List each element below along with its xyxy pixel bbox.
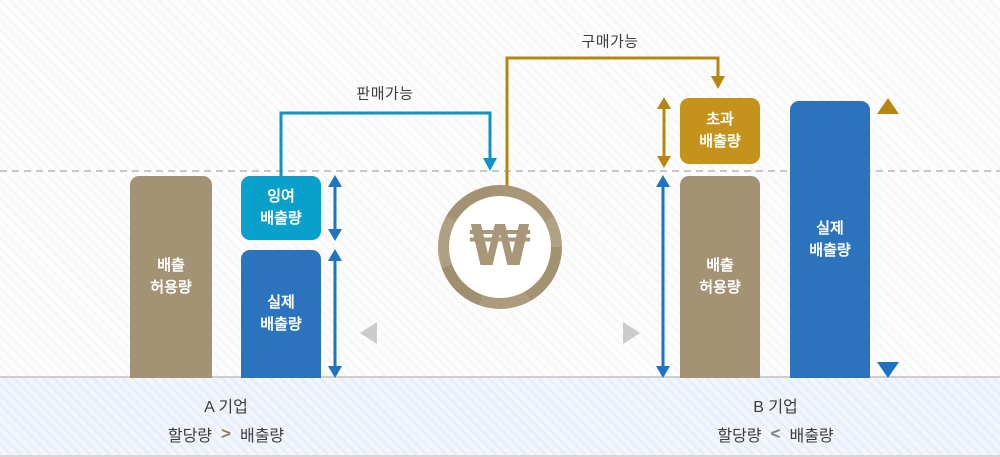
company-a-surplus-box: 잉여 배출량 bbox=[241, 176, 321, 240]
company-b-name: B 기업 bbox=[753, 399, 798, 416]
sell-path-arrow bbox=[279, 111, 497, 176]
company-b-allowance-label: 배출 허용량 bbox=[699, 257, 741, 296]
buy-possible-label: 구매가능 bbox=[581, 33, 639, 51]
company-a-surplus-measure-arrow bbox=[328, 175, 342, 241]
company-a-actual-label: 실제 배출량 bbox=[260, 294, 302, 333]
company-a-allowance-label: 배출 허용량 bbox=[150, 257, 192, 296]
company-a-caption: A 기업 할당량 > 배출량 bbox=[130, 393, 322, 446]
company-b-allowance-bar: 배출 허용량 bbox=[680, 176, 760, 378]
company-b-excess-box: 초과 배출량 bbox=[680, 98, 760, 164]
company-b-cmp-right: 배출량 bbox=[789, 428, 834, 445]
sell-possible-label: 판매가능 bbox=[356, 85, 414, 103]
company-a-cmp-right: 배출량 bbox=[239, 428, 285, 445]
company-b-allowance-measure-arrow bbox=[656, 175, 670, 378]
company-a-comparison: 할당량 > 배출량 bbox=[130, 422, 322, 446]
company-b-actual-label: 실제 배출량 bbox=[809, 219, 851, 259]
company-a-cmp-left: 할당량 bbox=[167, 428, 213, 445]
company-b-actual-measure-arrow bbox=[877, 98, 899, 378]
company-b-excess-label: 초과 배출량 bbox=[699, 111, 741, 150]
won-symbol: ₩ bbox=[469, 214, 531, 279]
company-a-surplus-label: 잉여 배출량 bbox=[260, 188, 302, 227]
company-a-name: A 기업 bbox=[204, 399, 248, 416]
footer-band bbox=[0, 378, 1000, 457]
company-b-cmp-left: 할당량 bbox=[717, 428, 762, 445]
left-arrowhead-icon bbox=[360, 322, 377, 344]
company-a-cmp-operator: > bbox=[221, 424, 231, 443]
right-arrowhead-icon bbox=[623, 322, 640, 344]
won-coin-icon: ₩ bbox=[438, 185, 562, 309]
company-a-actual-measure-arrow bbox=[328, 249, 342, 378]
company-b-comparison: 할당량 < 배출량 bbox=[680, 422, 871, 446]
company-b-caption: B 기업 할당량 < 배출량 bbox=[680, 393, 871, 446]
company-b-actual-bar: 실제 배출량 bbox=[790, 101, 870, 378]
company-a-allowance-bar: 배출 허용량 bbox=[130, 176, 212, 378]
buy-arrowhead-icon bbox=[711, 76, 725, 89]
sell-arrowhead-icon bbox=[483, 158, 497, 171]
company-b-excess-measure-arrow bbox=[657, 97, 671, 168]
company-b-cmp-operator: < bbox=[770, 424, 781, 443]
trade-exchange-arrow bbox=[360, 322, 640, 344]
company-a-actual-bar: 실제 배출량 bbox=[241, 250, 321, 378]
